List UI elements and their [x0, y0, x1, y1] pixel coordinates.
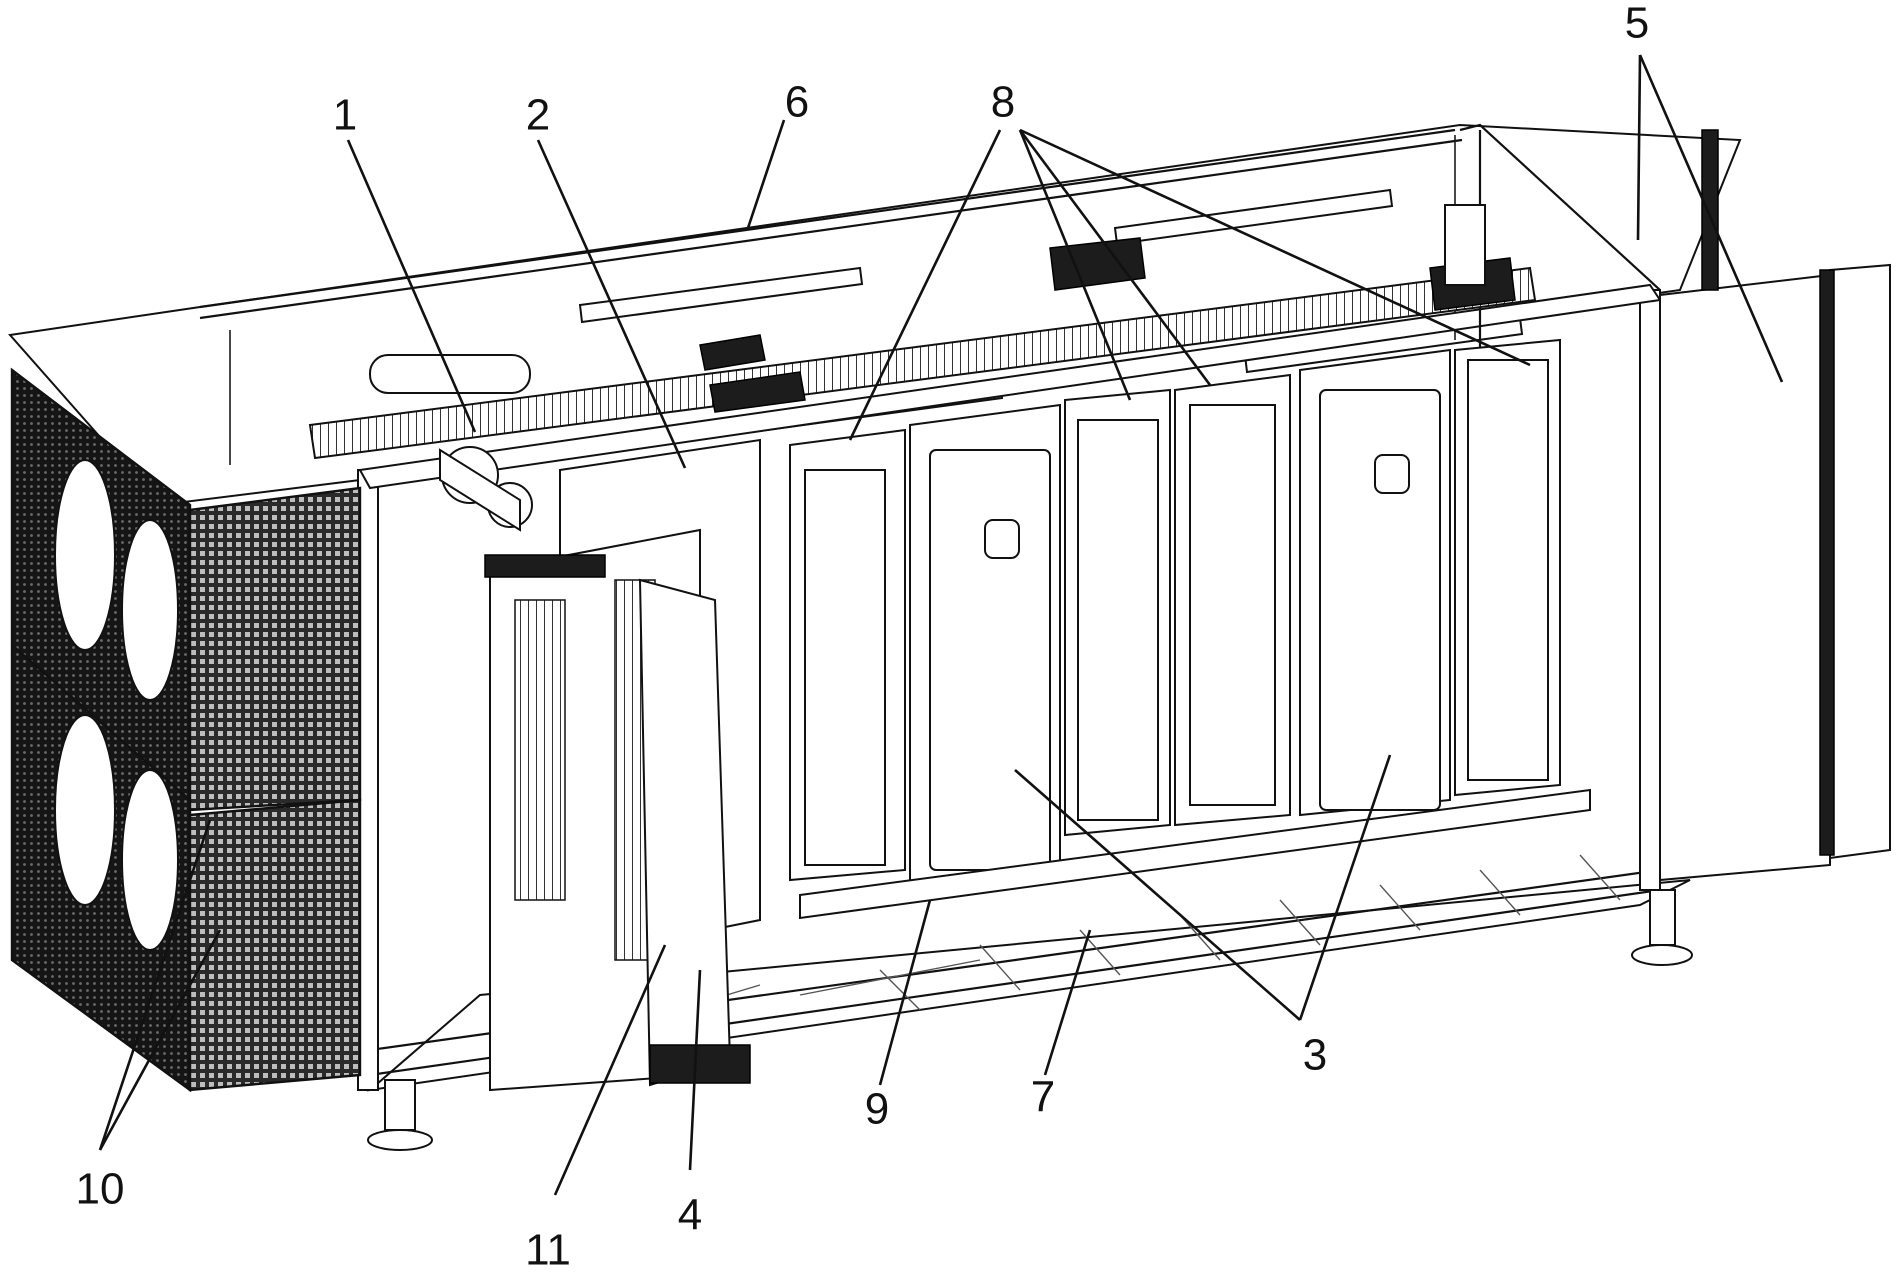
callout-9: 9 — [865, 1085, 889, 1134]
end-doors — [1659, 129, 1891, 882]
callout-5: 5 — [1625, 0, 1649, 48]
container-feet — [367, 889, 1693, 1151]
callout-1: 1 — [333, 91, 357, 140]
leader-lines — [98, 54, 1784, 1196]
callout-10: 10 — [76, 1165, 125, 1214]
callout-11: 11 — [525, 1226, 571, 1275]
condenser-units — [10, 367, 362, 1093]
callout-8: 8 — [991, 78, 1015, 127]
callout-3: 3 — [1303, 1031, 1327, 1080]
server-racks — [789, 338, 1591, 920]
callout-2: 2 — [526, 91, 550, 140]
callout-labels: 1 2 3 4 5 6 7 8 9 10 11 — [76, 0, 1650, 1275]
electrical-cabinet — [484, 438, 761, 1092]
cable-tray — [308, 204, 1537, 460]
callout-4: 4 — [678, 1191, 702, 1240]
callout-7: 7 — [1031, 1073, 1055, 1122]
callout-6: 6 — [785, 78, 809, 127]
